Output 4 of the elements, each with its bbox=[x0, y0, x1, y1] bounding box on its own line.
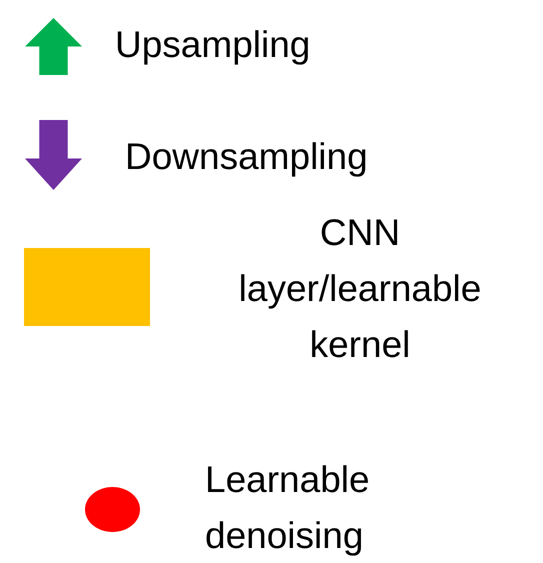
legend-label: Upsampling bbox=[115, 23, 312, 67]
legend-label: Downsampling bbox=[125, 135, 369, 179]
legend-label: CNN layer/learnable kernel bbox=[238, 211, 482, 367]
legend-label: Learnable denoising bbox=[205, 458, 371, 558]
